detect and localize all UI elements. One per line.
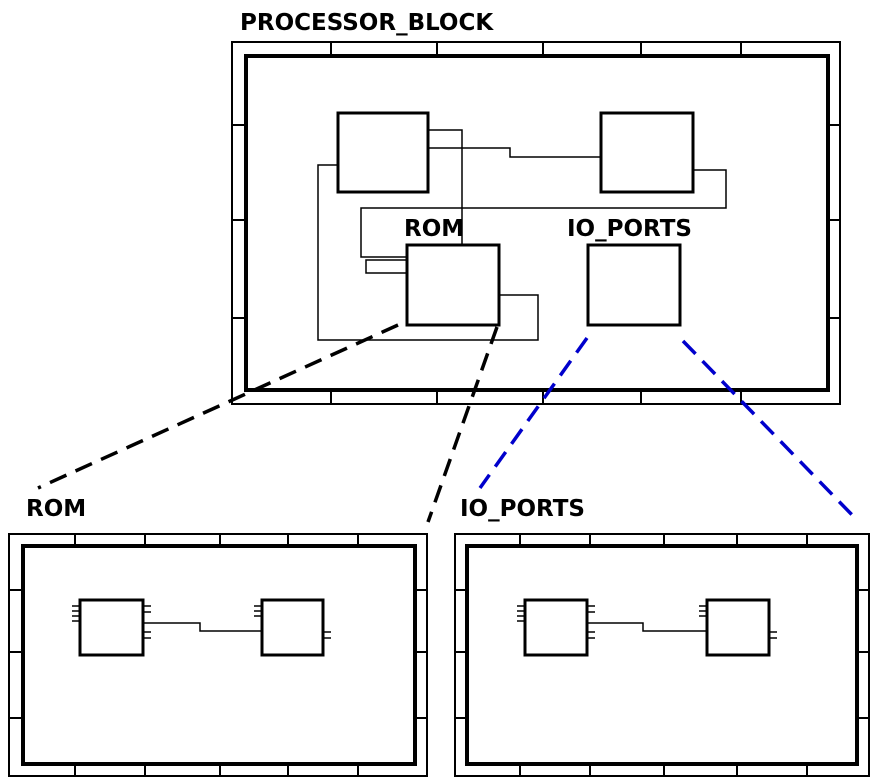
rom-detail-block-a[interactable]: [78, 598, 145, 657]
wire-block2-to-rom: [360, 169, 727, 258]
io-detail-block-b-pins: [699, 605, 777, 639]
io-detail-inner-frame: [465, 544, 859, 766]
subblock-cpu[interactable]: [336, 111, 430, 194]
io-ports-detail-title: IO_PORTS: [460, 496, 585, 522]
io-ports-inner-label: IO_PORTS: [567, 216, 692, 242]
io-ports-detail-block[interactable]: [454, 533, 870, 777]
wire-cpu-to-block2: [428, 147, 601, 158]
rom-leader-right: [426, 326, 499, 523]
io-detail-block-a[interactable]: [523, 598, 589, 657]
subblock-rom[interactable]: [405, 243, 501, 327]
rom-detail-outer-frame: [8, 533, 428, 777]
rom-inner-label: ROM: [404, 216, 464, 242]
wire-cpu-loop-rom: [317, 164, 539, 341]
io-detail-block-b[interactable]: [705, 598, 771, 657]
rom-detail-title: ROM: [26, 496, 86, 522]
processor-block-frame-ticks: [232, 42, 840, 404]
io-leader-left: [478, 336, 589, 490]
rom-detail-wire: [143, 622, 262, 632]
processor-block-outer-frame: [231, 41, 841, 405]
io-detail-outer-frame: [454, 533, 870, 777]
rom-detail-frame-ticks: [9, 534, 427, 776]
rom-leader-left: [37, 323, 399, 490]
subblock-unit-b[interactable]: [599, 111, 695, 194]
leader-lines: [37, 323, 859, 523]
rom-detail-block-a-pins: [72, 605, 151, 639]
io-detail-block-a-pins: [517, 605, 595, 639]
io-detail-frame-ticks: [455, 534, 869, 776]
processor-block[interactable]: ROM IO_PORTS: [231, 41, 841, 405]
subblock-io-ports[interactable]: [586, 243, 682, 327]
processor-block-inner-frame: [244, 54, 830, 392]
rom-detail-block-b[interactable]: [260, 598, 325, 657]
processor-block-wires: [317, 129, 727, 341]
processor-block-title: PROCESSOR_BLOCK: [240, 10, 494, 36]
rom-detail-block-b-pins: [254, 605, 331, 639]
io-leader-right: [681, 339, 859, 522]
rom-detail-block[interactable]: [8, 533, 428, 777]
io-detail-wire: [587, 622, 707, 632]
